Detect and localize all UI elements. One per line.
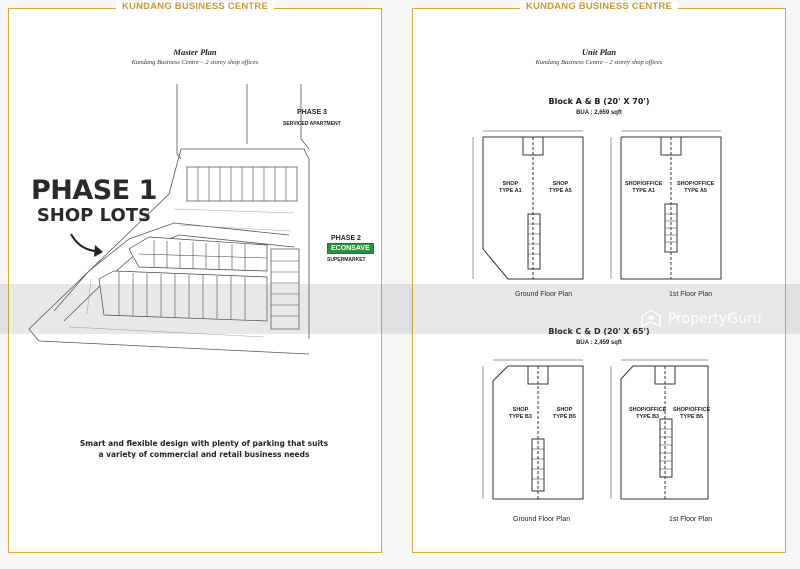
unit-plan-subtitle: Kundang Business Centre – 2 storey shop … [535, 59, 663, 66]
block-cd-bua: BUA : 2,459 sqft [576, 340, 622, 346]
block-cd-first-label: 1st Floor Plan [669, 516, 713, 523]
unit-a1-ground-text: SHOP TYPE A1 [499, 181, 522, 194]
phase2-label: PHASE 2 [331, 235, 361, 242]
block-cd-ground-label: Ground Floor Plan [513, 516, 571, 523]
unit-plan-title: Unit Plan [581, 47, 617, 57]
unit-label-b5-first: SHOP/OFFICE TYPE B5 [673, 407, 710, 421]
block-cd-title: Block C & D (20' X 65') [548, 327, 650, 336]
phase3-subtitle: SERVICED APARTMENT [283, 121, 341, 127]
unit-label-b5-ground: SHOP TYPE B5 [553, 407, 576, 421]
phase2-subtitle: SUPERMARKET [327, 257, 366, 263]
master-plan-subtitle: Kundang Business Centre – 2 storey shop … [131, 59, 259, 66]
unit-label-b3-first: SHOP/OFFICE TYPE B3 [629, 407, 666, 421]
master-plan-title: Master Plan [173, 47, 217, 57]
site-plan-drawing [28, 84, 310, 355]
page-header: KUNDANG BUSINESS CENTRE [519, 1, 679, 12]
lot-row-bottom [98, 270, 268, 322]
phase1-title: PHASE 1 [31, 175, 157, 206]
phase3-label: PHASE 3 [297, 109, 327, 116]
propertyguru-watermark: PropertyGuru [640, 308, 762, 330]
master-plan-page: KUNDANG BUSINESS CENTRE Master Plan Kund… [8, 1, 382, 553]
unit-a1-first-text: SHOP/OFFICE TYPE A1 [625, 181, 663, 194]
unit-plan-page: KUNDANG BUSINESS CENTRE Unit Plan Kundan… [412, 1, 786, 553]
phase1-subtitle: SHOP LOTS [36, 205, 152, 226]
caption-line-2: a variety of commercial and retail busin… [98, 449, 310, 459]
unit-b5-ground-text: SHOP TYPE B5 [553, 407, 576, 420]
unit-label-a5-first: SHOP/OFFICE TYPE A5 [677, 181, 714, 195]
block-ab-ground-label: Ground Floor Plan [515, 291, 573, 298]
watermark-band [0, 284, 800, 334]
caption-line-1: Smart and flexible design with plenty of… [79, 439, 329, 448]
unit-label-a5-ground: SHOP TYPE A5 [549, 181, 572, 195]
unit-label-a1-ground: SHOP TYPE A1 [499, 181, 522, 195]
page-header: KUNDANG BUSINESS CENTRE [115, 1, 275, 12]
block-ab-first-label: 1st Floor Plan [669, 291, 713, 298]
unit-b5-first-text: SHOP/OFFICE TYPE B5 [673, 407, 711, 420]
unit-a5-ground-text: SHOP TYPE A5 [549, 181, 572, 194]
unit-floor-plans [472, 130, 722, 500]
block-ab-bua: BUA : 2,659 sqft [576, 110, 622, 116]
block-ab-title: Block A & B (20' X 70') [548, 97, 650, 106]
watermark-text: PropertyGuru [668, 311, 762, 327]
phase1-callout: PHASE 1 SHOP LOTS [31, 177, 157, 225]
propertyguru-logo-icon [641, 309, 661, 328]
lot-corner-block [270, 248, 300, 330]
unit-label-a1-first: SHOP/OFFICE TYPE A1 [625, 181, 662, 195]
unit-b3-first-text: SHOP/OFFICE TYPE B3 [629, 407, 667, 420]
unit-label-b3-ground: SHOP TYPE B3 [509, 407, 532, 421]
master-plan-caption: Smart and flexible design with plenty of… [39, 439, 369, 461]
unit-b3-ground-text: SHOP TYPE B3 [509, 407, 532, 420]
unit-a5-first-text: SHOP/OFFICE TYPE A5 [677, 181, 715, 194]
econsave-logo: ECONSAVE [327, 243, 374, 254]
